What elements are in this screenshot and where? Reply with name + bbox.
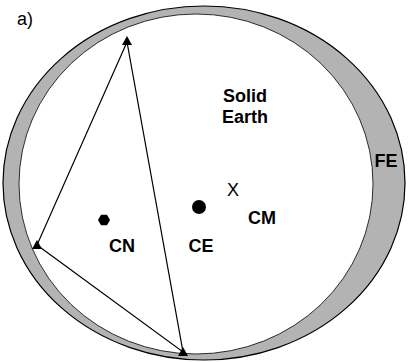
region-label: Solid Earth (210, 86, 280, 128)
fluid-envelope (3, 6, 405, 360)
station-triangle (37, 42, 183, 352)
station-marker (178, 347, 188, 356)
solid-earth (19, 14, 373, 354)
point-label: CE (188, 236, 213, 257)
station-marker (122, 36, 132, 45)
earth-center-dot (192, 200, 206, 214)
station-marker (32, 240, 42, 249)
panel-label: a) (17, 9, 33, 30)
point-label: CM (248, 208, 276, 229)
point-marker: X (227, 180, 239, 201)
point-label: CN (109, 236, 135, 257)
network-center-symbol (98, 215, 110, 225)
region-label: FE (374, 151, 397, 172)
